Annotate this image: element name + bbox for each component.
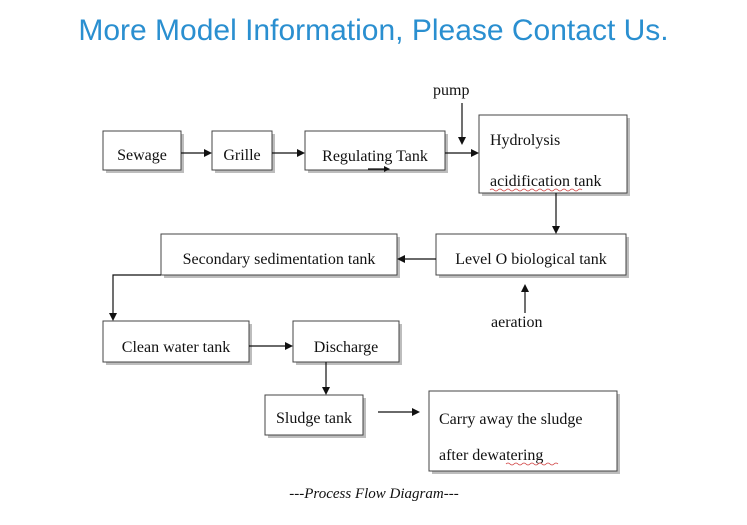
connector-regulating-to-hydrolysis	[445, 149, 479, 157]
node-hydrolysis-tank: Hydrolysis acidification tank	[478, 114, 630, 196]
node-carry-away: Carry away the sludge after dewatering	[428, 390, 620, 474]
connector-grille-to-regulating	[272, 149, 305, 157]
carry-away-spellcheck-underline	[505, 462, 559, 466]
node-clean-water-tank: Clean water tank	[102, 320, 252, 365]
node-discharge: Discharge	[292, 320, 402, 365]
node-hydrolysis-tank-label-1: Hydrolysis	[490, 132, 560, 149]
label-pump: pump	[433, 82, 469, 99]
node-carry-away-label-1: Carry away the sludge	[439, 411, 583, 428]
hydrolysis-spellcheck-underline	[489, 188, 583, 192]
regulating-tank-small-arrow-head	[384, 166, 390, 172]
node-grille: Grille	[211, 130, 275, 173]
node-sludge-tank: Sludge tank	[264, 394, 366, 438]
node-hydrolysis-tank-label-2: acidification tank	[490, 173, 602, 190]
node-sludge-tank-label: Sludge tank	[276, 410, 352, 427]
node-carry-away-label-2: after dewatering	[439, 447, 543, 464]
connector-hydrolysis-to-level-o	[552, 193, 560, 234]
node-sewage: Sewage	[102, 130, 184, 173]
connector-sludge-to-carry-away	[378, 408, 420, 416]
connector-pump	[458, 103, 466, 145]
node-clean-water-tank-label: Clean water tank	[122, 339, 230, 356]
connector-aeration	[521, 284, 529, 313]
label-aeration: aeration	[491, 314, 543, 331]
page-heading: More Model Information, Please Contact U…	[78, 14, 669, 47]
connector-discharge-to-sludge	[322, 362, 330, 395]
node-regulating-tank-label: Regulating Tank	[322, 148, 428, 165]
connector-secondary-to-clean-water	[109, 274, 161, 321]
connector-sewage-to-grille	[181, 149, 212, 157]
connector-level-o-to-secondary	[397, 255, 436, 263]
node-secondary-tank: Secondary sedimentation tank	[160, 233, 400, 278]
node-grille-label: Grille	[223, 147, 260, 164]
node-regulating-tank: Regulating Tank	[304, 130, 448, 173]
diagram-caption: ---Process Flow Diagram---	[289, 486, 458, 502]
node-level-o-tank: Level O biological tank	[435, 233, 629, 278]
connector-clean-water-to-discharge	[249, 342, 293, 350]
node-discharge-label: Discharge	[314, 339, 379, 356]
node-secondary-tank-label: Secondary sedimentation tank	[183, 251, 376, 268]
node-sewage-label: Sewage	[117, 147, 167, 164]
node-level-o-tank-label: Level O biological tank	[455, 251, 607, 268]
